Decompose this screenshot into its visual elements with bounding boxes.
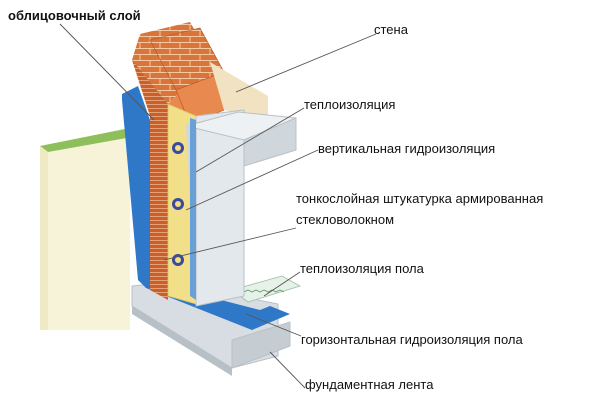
leader-lines <box>59 23 377 389</box>
label-plaster-line2: стекловолокном <box>296 212 395 227</box>
label-vertical-waterproofing: вертикальная гидроизоляция <box>318 141 496 156</box>
leader-insulation <box>195 107 305 173</box>
leader-floor <box>263 271 301 297</box>
label-floor-insulation: теплоизоляция пола <box>300 261 424 276</box>
leader-facing <box>59 23 155 121</box>
leader-foundation <box>269 351 306 389</box>
label-foundation-strip: фундаментная лента <box>305 377 434 392</box>
reinforced-plaster <box>190 118 196 300</box>
leader-plaster <box>163 227 297 261</box>
leader-horizontal <box>245 313 302 337</box>
label-wall: стена <box>374 22 408 37</box>
label-facing-layer: облицовочный слой <box>8 8 141 23</box>
label-plaster-line1: тонкослойная штукатурка армированная <box>296 191 544 206</box>
foundation-strip <box>131 281 291 376</box>
ground-block <box>40 128 138 330</box>
leader-wall <box>235 33 377 93</box>
label-horizontal-waterproofing: горизонтальная гидроизоляция пола <box>301 332 523 347</box>
label-insulation: теплоизоляция <box>304 97 396 112</box>
leader-vertical <box>185 149 319 211</box>
vertical-waterproofing <box>122 86 150 288</box>
